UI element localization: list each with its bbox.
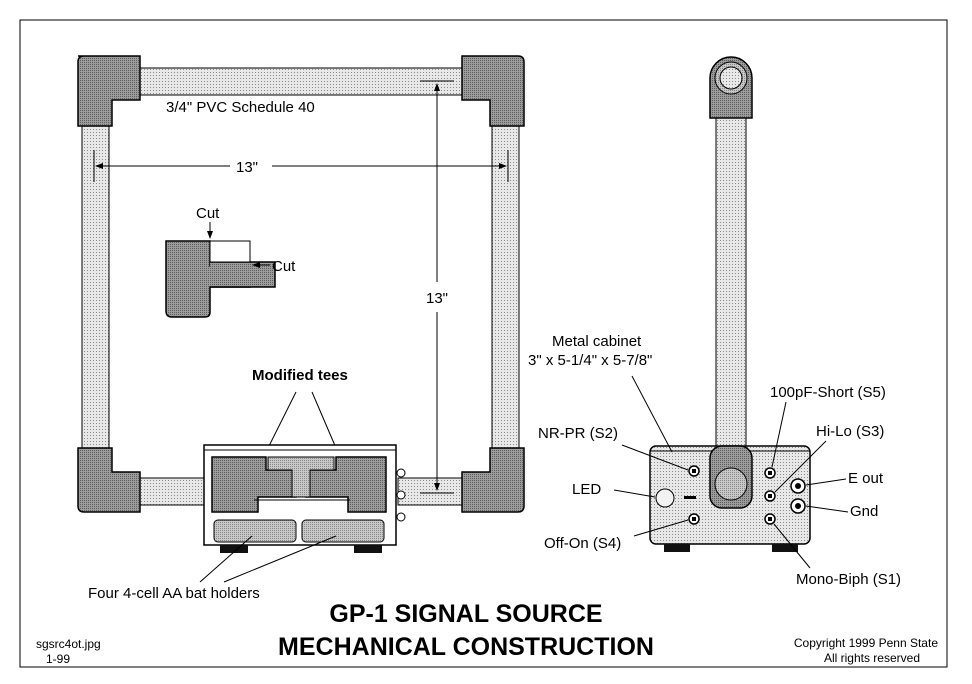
elbow-top-left xyxy=(77,55,141,127)
gnd-jack-icon xyxy=(790,498,806,514)
mono-biph-pointer xyxy=(773,523,811,569)
led-pointer xyxy=(613,489,656,498)
cabinet-foot-right xyxy=(772,544,798,552)
hi-lo-pointer xyxy=(774,440,827,493)
screw-top xyxy=(396,468,406,478)
width-dim-label: 13" xyxy=(236,159,258,176)
elbow-bottom-left xyxy=(77,447,141,513)
e-out-jack-icon xyxy=(790,478,806,494)
side-bottom-tee-opening xyxy=(714,467,748,501)
copyright-line1: Copyright 1999 Penn State xyxy=(794,636,938,650)
height-dim-label: 13" xyxy=(426,290,448,307)
nr-pr-switch-icon xyxy=(688,465,700,477)
diagram-title-line2: MECHANICAL CONSTRUCTION xyxy=(278,633,654,661)
cut-removed-area xyxy=(209,240,251,263)
off-on-label: Off-On (S4) xyxy=(544,535,621,552)
led-indicator xyxy=(655,488,675,508)
cabinet-pointer xyxy=(631,375,673,453)
side-view: Metal cabinet 3" x 5-1/4" x 5-7/8" NR-PR… xyxy=(528,56,901,588)
hi-lo-label: Hi-Lo (S3) xyxy=(816,423,884,440)
off-on-pointer xyxy=(633,519,689,537)
screw-mid xyxy=(396,490,406,500)
elbow-bottom-right xyxy=(461,447,525,513)
e-out-label: E out xyxy=(848,470,884,487)
battery-holder-right xyxy=(301,519,385,543)
pvc-frame-front-view: 3/4" PVC Schedule 40 13" 13" Cut Cut Mod… xyxy=(77,55,525,602)
box-foot-right xyxy=(354,545,382,553)
cut-tee-right-arm xyxy=(210,261,276,288)
copyright-line2: All rights reserved xyxy=(824,651,920,665)
led-label: LED xyxy=(572,481,601,498)
bat-holders-label: Four 4-cell AA bat holders xyxy=(88,585,260,602)
short-switch-icon xyxy=(764,467,776,479)
led-slot xyxy=(684,496,696,499)
nr-pr-pointer xyxy=(621,444,689,471)
short-pointer xyxy=(771,401,787,468)
screw-bottom xyxy=(396,512,406,522)
box-foot-left xyxy=(220,545,248,553)
bottom-pipe-left xyxy=(137,477,209,506)
mono-biph-switch-icon xyxy=(764,513,776,525)
cut-top-label: Cut xyxy=(196,205,220,222)
hi-lo-switch-icon xyxy=(764,490,776,502)
bat-holders-pointer-left xyxy=(199,535,253,583)
battery-holder-left xyxy=(213,519,297,543)
short-label: 100pF-Short (S5) xyxy=(770,384,886,401)
cut-side-label: Cut xyxy=(272,258,296,275)
cabinet-label-line2: 3" x 5-1/4" x 5-7/8" xyxy=(528,352,652,369)
nr-pr-label: NR-PR (S2) xyxy=(538,425,618,442)
center-tee-stem xyxy=(267,456,335,498)
cabinet-label-line1: Metal cabinet xyxy=(552,333,642,350)
top-pipe xyxy=(137,67,465,96)
modified-tee-right xyxy=(305,456,387,513)
diagram-title-line1: GP-1 SIGNAL SOURCE xyxy=(329,600,602,628)
modified-tees-label: Modified tees xyxy=(252,367,348,384)
elbow-top-right xyxy=(461,55,525,127)
file-name-label: sgsrc4ot.jpg xyxy=(36,637,101,651)
cabinet-foot-left xyxy=(664,544,690,552)
gnd-label: Gnd xyxy=(850,503,878,520)
side-vertical-pipe xyxy=(715,109,747,471)
e-out-pointer xyxy=(805,478,847,486)
left-pipe xyxy=(81,119,110,456)
side-top-elbow-bore xyxy=(719,66,743,90)
mono-biph-label: Mono-Biph (S1) xyxy=(796,571,901,588)
bottom-pipe-right xyxy=(397,477,465,506)
file-date-label: 1-99 xyxy=(46,652,70,666)
off-on-switch-icon xyxy=(688,513,700,525)
right-pipe xyxy=(491,119,520,456)
pvc-label: 3/4" PVC Schedule 40 xyxy=(166,99,315,116)
bat-holders-pointer-right xyxy=(223,535,337,583)
gnd-pointer xyxy=(805,505,849,513)
outer-border xyxy=(19,19,948,668)
